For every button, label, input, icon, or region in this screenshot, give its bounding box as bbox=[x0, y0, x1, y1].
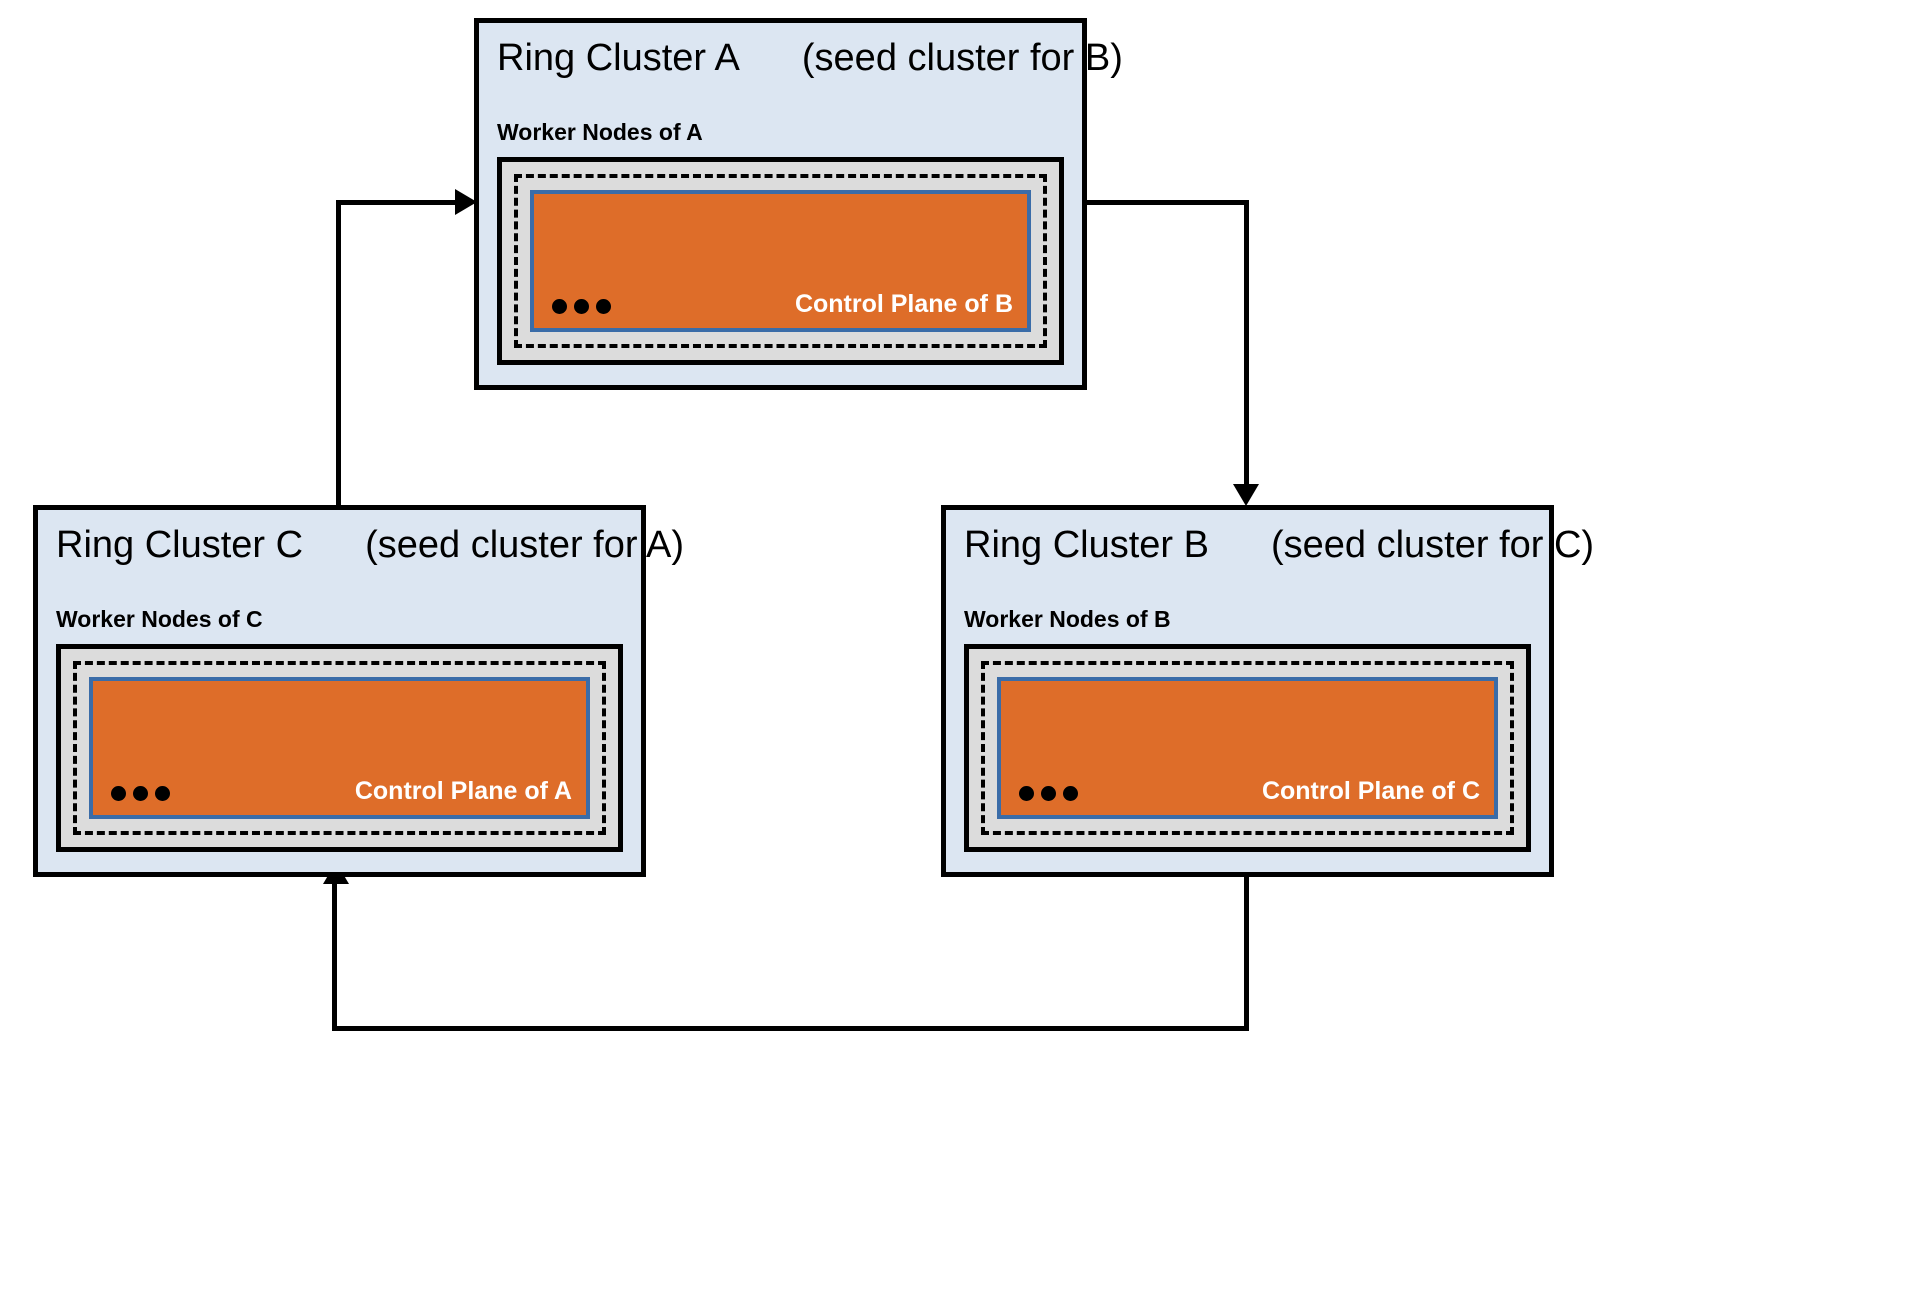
cluster-c-name: Ring Cluster C bbox=[56, 524, 304, 566]
cluster-a-control-plane-label: Control Plane of B bbox=[794, 290, 1013, 318]
cluster-b-dashed-boundary bbox=[981, 661, 1514, 835]
ring-cluster-a[interactable]: Ring Cluster A (seed cluster for B) Worke… bbox=[474, 18, 1123, 390]
arrow-head-into-cluster-a bbox=[455, 189, 477, 215]
cluster-a-name: Ring Cluster A bbox=[497, 37, 740, 79]
connector-b-to-c-vertical-left bbox=[332, 880, 337, 1031]
connector-b-to-c-vertical-right bbox=[1244, 876, 1249, 1031]
connector-b-to-c-horizontal bbox=[332, 1026, 1249, 1031]
cluster-b-seed-note: (seed cluster for C) bbox=[1270, 524, 1595, 566]
cluster-b-worker-label: Worker Nodes of B bbox=[964, 606, 1171, 632]
cluster-b-ellipsis-icon bbox=[1019, 786, 1078, 801]
cluster-c-title: Ring Cluster C (seed cluster for A) bbox=[56, 524, 684, 567]
cluster-a-ellipsis-icon bbox=[552, 299, 611, 314]
cluster-c-control-plane-box[interactable]: Control Plane of A bbox=[89, 677, 590, 819]
cluster-b-control-plane-box[interactable]: Control Plane of C bbox=[997, 677, 1498, 819]
connector-c-to-a-horizontal bbox=[336, 200, 464, 205]
cluster-c-dashed-boundary bbox=[73, 661, 606, 835]
arrow-head-into-cluster-b bbox=[1233, 484, 1259, 506]
cluster-a-dashed-boundary bbox=[514, 174, 1047, 348]
cluster-b-worker-nodes-box: Control Plane of C bbox=[964, 644, 1531, 852]
ring-cluster-c[interactable]: Ring Cluster C (seed cluster for A) Worke… bbox=[33, 505, 684, 877]
connector-a-to-b-vertical bbox=[1244, 200, 1249, 490]
cluster-c-worker-label: Worker Nodes of C bbox=[56, 606, 263, 632]
connector-a-to-b-horizontal bbox=[1085, 200, 1249, 205]
cluster-a-seed-note: (seed cluster for B) bbox=[801, 37, 1123, 79]
cluster-a-worker-nodes-box: Control Plane of B bbox=[497, 157, 1064, 365]
cluster-c-ellipsis-icon bbox=[111, 786, 170, 801]
cluster-a-control-plane-box[interactable]: Control Plane of B bbox=[530, 190, 1031, 332]
cluster-b-title: Ring Cluster B (seed cluster for C) bbox=[964, 524, 1594, 567]
cluster-a-worker-label: Worker Nodes of A bbox=[497, 119, 703, 145]
cluster-c-control-plane-label: Control Plane of A bbox=[354, 777, 572, 805]
cluster-b-control-plane-label: Control Plane of C bbox=[1261, 777, 1480, 805]
cluster-b-name: Ring Cluster B bbox=[964, 524, 1209, 566]
cluster-c-worker-nodes-box: Control Plane of A bbox=[56, 644, 623, 852]
cluster-a-title: Ring Cluster A (seed cluster for B) bbox=[497, 37, 1123, 80]
cluster-c-seed-note: (seed cluster for A) bbox=[365, 524, 684, 566]
ring-cluster-b[interactable]: Ring Cluster B (seed cluster for C) Worke… bbox=[941, 505, 1594, 877]
connector-c-to-a-vertical bbox=[336, 200, 341, 530]
